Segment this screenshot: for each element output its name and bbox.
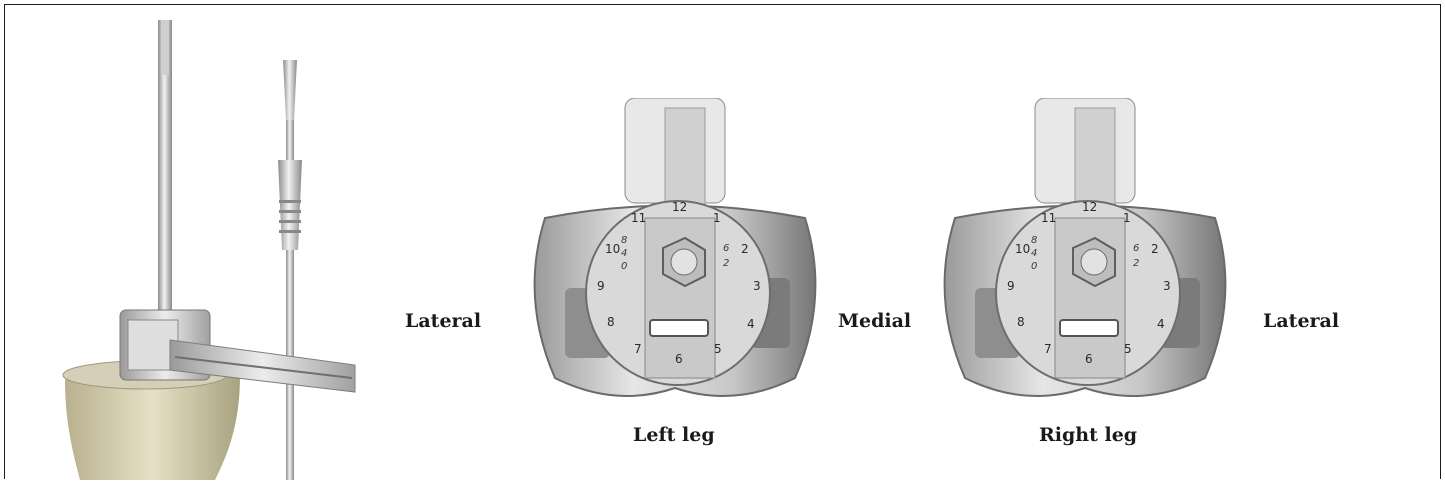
right-dial-hour-5: 5	[1124, 342, 1132, 356]
left-dial-hour-6: 6	[675, 352, 683, 366]
right-leg-dial-illustration: 12 1 2 3 4 5 6 7 8 9 10 11 8 4 0 6 2	[935, 98, 1235, 413]
left-dial-hour-8: 8	[607, 315, 615, 329]
right-dial-hour-6: 6	[1085, 352, 1093, 366]
left-dial-hour-5: 5	[714, 342, 722, 356]
lateral-label-right: Lateral	[1263, 310, 1339, 332]
left-dial-hour-2: 2	[741, 242, 749, 256]
left-dial-hour-9: 9	[597, 279, 605, 293]
right-dial-hour-9: 9	[1007, 279, 1015, 293]
lateral-label-left: Lateral	[405, 310, 481, 332]
right-dial-hour-7: 7	[1044, 342, 1052, 356]
left-dial-tick-8: 8	[621, 235, 627, 246]
left-dial-hour-4: 4	[747, 317, 755, 331]
right-dial-tick-8: 8	[1031, 235, 1037, 246]
right-dial-hour-3: 3	[1163, 279, 1171, 293]
left-dial-tick-0: 0	[621, 261, 627, 272]
left-dial-tick-4: 4	[621, 248, 627, 259]
left-dial-hour-12: 12	[672, 200, 687, 214]
left-dial-hour-3: 3	[753, 279, 761, 293]
right-dial-tick-4: 4	[1031, 248, 1037, 259]
medial-label: Medial	[838, 310, 911, 332]
right-dial-hour-2: 2	[1151, 242, 1159, 256]
left-leg-caption: Left leg	[633, 424, 715, 446]
right-dial-hour-12: 12	[1082, 200, 1097, 214]
right-dial-tick-6: 6	[1133, 243, 1139, 254]
left-dial-hour-11: 11	[631, 211, 646, 225]
right-dial-hour-4: 4	[1157, 317, 1165, 331]
left-leg-dial-illustration: 12 1 2 3 4 5 6 7 8 9 10 11 8 4 0 6 2	[525, 98, 825, 413]
left-dial-tick-6: 6	[723, 243, 729, 254]
right-dial-hour-11: 11	[1041, 211, 1056, 225]
right-dial-hour-8: 8	[1017, 315, 1025, 329]
left-dial-tick-2: 2	[723, 258, 729, 269]
right-leg-caption: Right leg	[1039, 424, 1137, 446]
right-dial-tick-2: 2	[1133, 258, 1139, 269]
left-dial-hour-7: 7	[634, 342, 642, 356]
right-dial-tick-0: 0	[1031, 261, 1037, 272]
tibial-instrument-illustration	[40, 20, 380, 480]
left-dial-hour-10: 10	[605, 242, 620, 256]
right-dial-hour-10: 10	[1015, 242, 1030, 256]
right-dial-hour-1: 1	[1123, 211, 1131, 225]
left-dial-hour-1: 1	[713, 211, 721, 225]
